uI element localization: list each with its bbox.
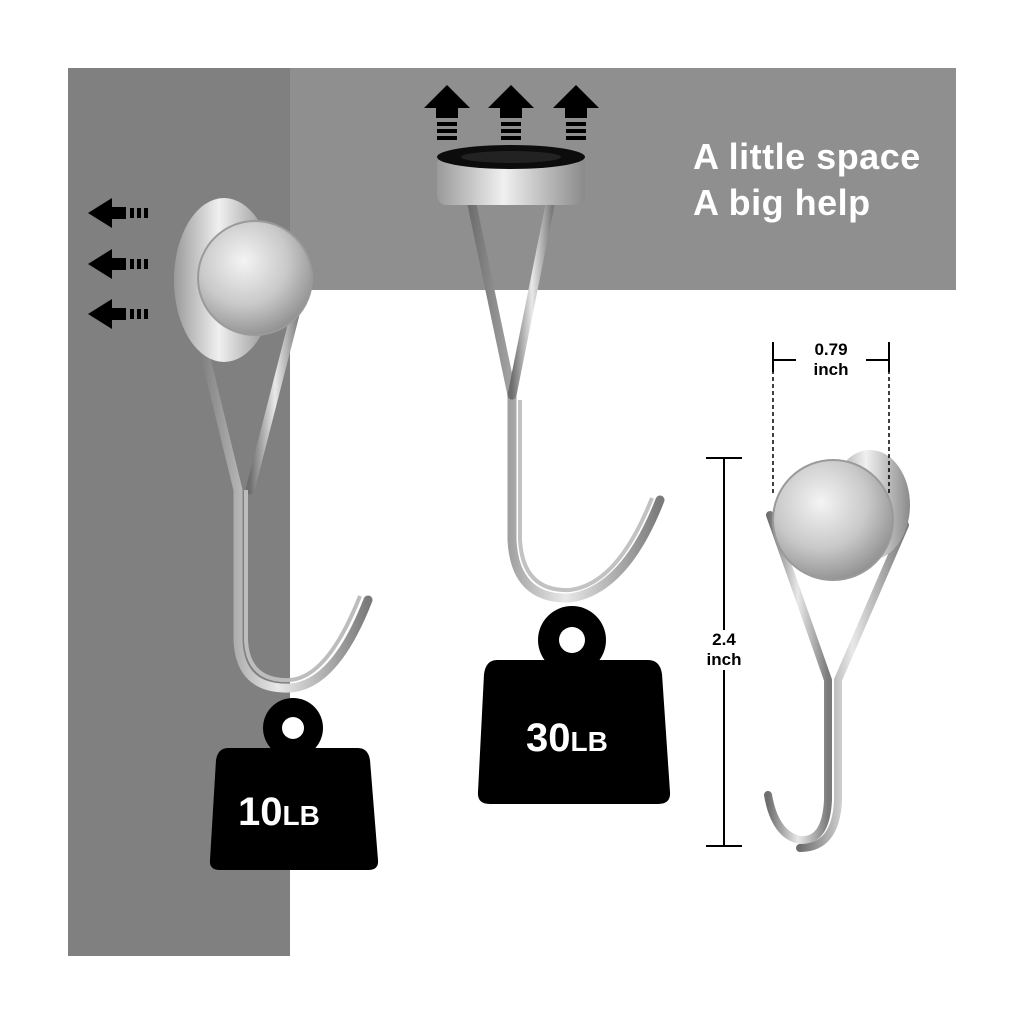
weight-icon (477, 606, 671, 804)
ceiling-panel (290, 68, 956, 290)
weight-value: 10 (238, 790, 283, 834)
headline-line-1: A little space (693, 136, 921, 177)
height-label: 2.4 inch (694, 630, 754, 670)
arrow-left-icon (88, 299, 148, 329)
weight-unit: LB (282, 800, 320, 831)
width-unit: inch (813, 360, 849, 379)
arrow-up-icon (488, 85, 534, 140)
arrow-up-icon (553, 85, 599, 140)
arrow-left-icon (88, 198, 148, 228)
hook-center (437, 145, 665, 603)
arrow-left-icon (88, 249, 148, 279)
height-value: 2.4 (712, 630, 736, 649)
width-value: 0.79 (814, 340, 848, 359)
arrow-up-icon (424, 85, 470, 140)
weight-label-left: 10LB (238, 790, 320, 835)
headline-line-2: A big help (693, 182, 871, 223)
weight-value: 30 (526, 716, 571, 760)
weight-unit: LB (570, 726, 608, 757)
width-label: 0.79 inch (796, 340, 866, 380)
height-unit: inch (706, 650, 742, 669)
hook-left (174, 198, 373, 693)
weight-label-center: 30LB (526, 716, 608, 761)
weight-icon (209, 698, 379, 870)
hook-right (764, 450, 910, 852)
